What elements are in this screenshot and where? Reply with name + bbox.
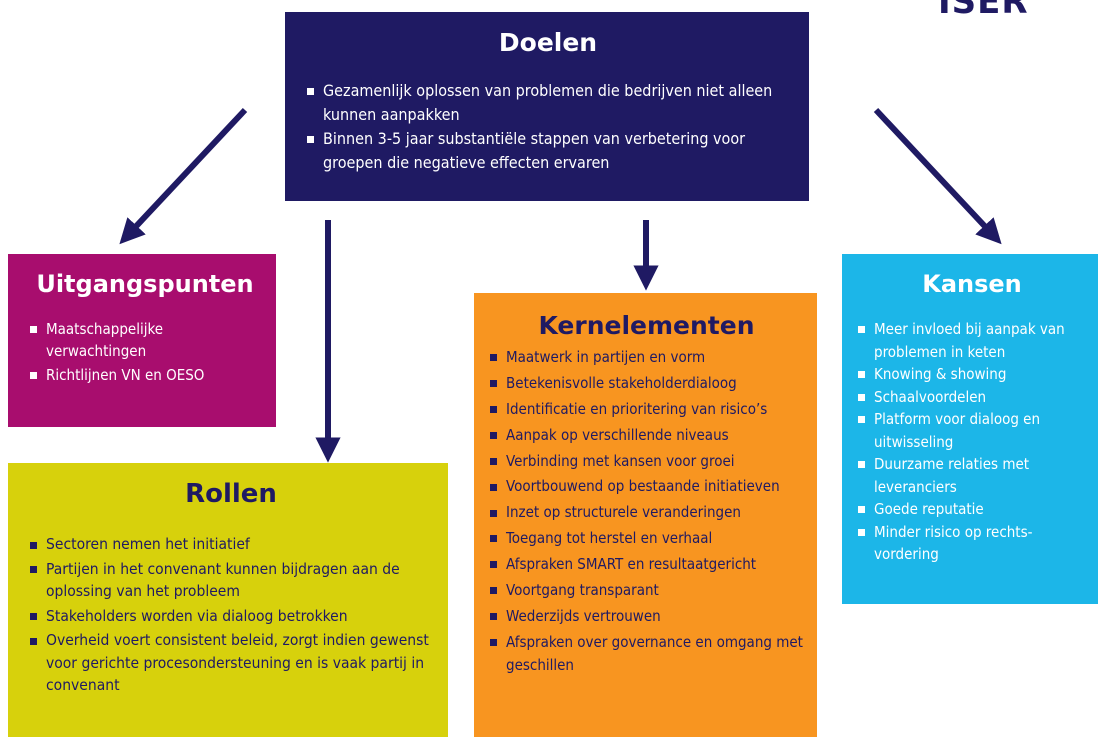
arrow-to-uitgangspunten: [119, 107, 248, 245]
kernelementen-item: Afspraken SMART en resultaatgericht: [488, 553, 805, 577]
kansen-item: Duurzame relaties met leveranciers: [856, 453, 1088, 498]
doelen-item: Binnen 3-5 jaar substantiële stappen van…: [305, 127, 791, 174]
logo-fragment: ISER: [938, 0, 1101, 16]
kansen-item: Goede reputatie: [856, 498, 1088, 521]
kansen-item: Meer invloed bij aanpak van problemen in…: [856, 318, 1088, 363]
rollen-list: Sectoren nemen het initiatief Partijen i…: [28, 533, 434, 697]
arrow-to-kansen: [873, 107, 1002, 245]
kansen-item: Schaalvoordelen: [856, 386, 1088, 409]
kansen-title: Kansen: [922, 270, 1022, 298]
kernelementen-item: Inzet op structurele veranderingen: [488, 501, 805, 525]
uitgangspunten-item: Maatschappelijke verwachtingen: [28, 318, 262, 362]
kernelementen-list: Maatwerk in partijen en vorm Betekenisvo…: [488, 346, 805, 678]
rollen-box: Rollen Sectoren nemen het initiatief Par…: [8, 463, 448, 737]
kansen-box: Kansen Meer invloed bij aanpak van probl…: [842, 254, 1098, 604]
rollen-item: Overheid voert consistent beleid, zorgt …: [28, 629, 434, 697]
kernelementen-title: Kernelementen: [538, 311, 755, 340]
kernelementen-item: Verbinding met kansen voor groei: [488, 450, 805, 474]
doelen-item: Gezamenlijk oplossen van problemen die b…: [305, 79, 791, 126]
uitgangspunten-item: Richtlijnen VN en OESO: [28, 364, 262, 386]
kernelementen-item: Identificatie en prioritering van risico…: [488, 398, 805, 422]
kernelementen-item: Afspraken over governance en omgang met …: [488, 631, 805, 678]
rollen-item: Stakeholders worden via dialoog betrokke…: [28, 605, 434, 628]
kernelementen-item: Voortgang transparant: [488, 579, 805, 603]
kansen-item: Knowing & showing: [856, 363, 1088, 386]
rollen-title: Rollen: [185, 479, 277, 509]
rollen-item: Partijen in het convenant kunnen bijdrag…: [28, 558, 434, 603]
doelen-list: Gezamenlijk oplossen van problemen die b…: [305, 79, 791, 174]
kernelementen-item: Toegang tot herstel en verhaal: [488, 527, 805, 551]
kernelementen-item: Aanpak op verschillende niveaus: [488, 424, 805, 448]
kernelementen-item: Voortbouwend op bestaande initiatieven: [488, 475, 805, 499]
kernelementen-item: Wederzijds vertrouwen: [488, 605, 805, 629]
kansen-item: Minder risico op rechts-vordering: [856, 521, 1088, 566]
kernelementen-item: Betekenisvolle stakeholderdialoog: [488, 372, 805, 396]
kernelementen-box: Kernelementen Maatwerk in partijen en vo…: [474, 293, 817, 737]
kansen-list: Meer invloed bij aanpak van problemen in…: [856, 318, 1088, 566]
rollen-item: Sectoren nemen het initiatief: [28, 533, 434, 556]
kansen-item: Platform voor dialoog en uitwisseling: [856, 408, 1088, 453]
uitgangspunten-box: Uitgangspunten Maatschappelijke verwacht…: [8, 254, 276, 427]
doelen-box: Doelen Gezamenlijk oplossen van probleme…: [285, 12, 809, 201]
uitgangspunten-title: Uitgangspunten: [36, 270, 254, 298]
doelen-title: Doelen: [498, 28, 598, 57]
kernelementen-item: Maatwerk in partijen en vorm: [488, 346, 805, 370]
uitgangspunten-list: Maatschappelijke verwachtingen Richtlijn…: [28, 318, 262, 386]
